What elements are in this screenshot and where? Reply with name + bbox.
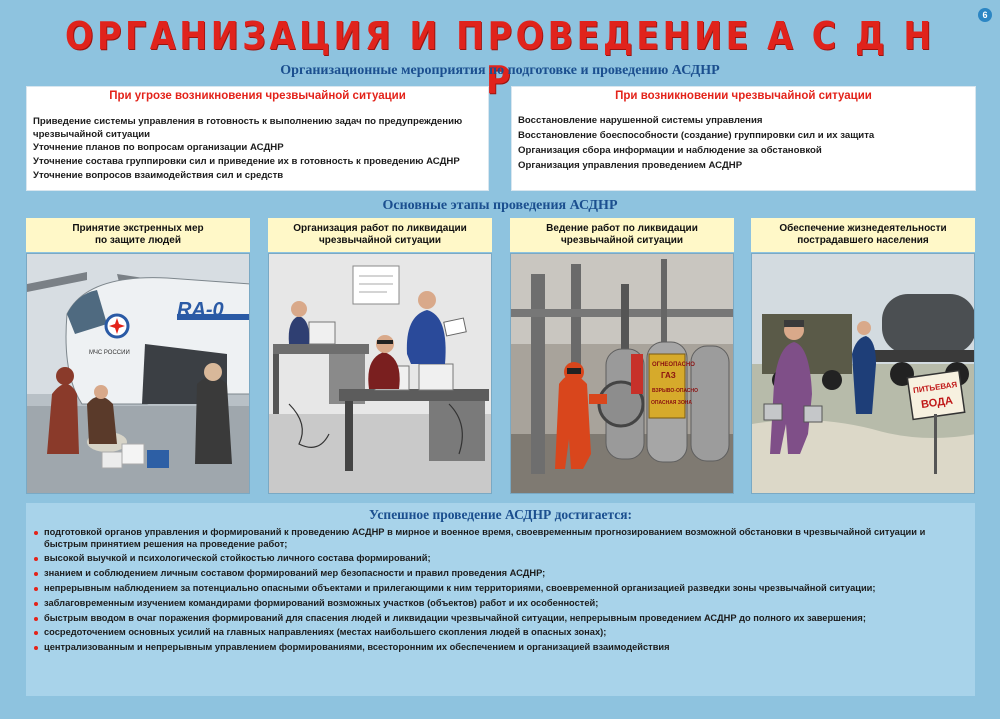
tank-sign-danger-zone: ОПАСНАЯ ЗОНА bbox=[651, 400, 692, 406]
stage-label-text: Принятие экстренных мер по защите людей bbox=[72, 223, 204, 246]
stage-label-life-support: Обеспечение жизнедеятельности пострадавш… bbox=[751, 218, 975, 252]
list-item: сосредоточением основных усилий на главн… bbox=[34, 627, 964, 639]
helicopter-scene: RA-0 МЧС РОССИИ bbox=[27, 254, 249, 493]
list-item: Восстановление нарушенной системы управл… bbox=[518, 115, 763, 126]
water-sign-line-2: ВОДА bbox=[920, 395, 953, 411]
list-item: Организация сбора информации и наблюдени… bbox=[518, 145, 822, 156]
emergency-measures-list: Восстановление нарушенной системы управл… bbox=[518, 115, 968, 175]
stage-label-conduct-works: Ведение работ по ликвидации чрезвычайной… bbox=[510, 218, 734, 252]
list-item: Приведение системы управления в готовнос… bbox=[33, 116, 463, 140]
illustration-hazard-works: ОГНЕОПАСНО ГАЗ ВЗРЫВО-ОПАСНО ОПАСНАЯ ЗОН… bbox=[510, 253, 734, 494]
illustration-command-office bbox=[268, 253, 492, 494]
stages-heading: Основные этапы проведения АСДНР bbox=[382, 198, 618, 213]
organizational-measures-heading: Организационные мероприятия по подготовк… bbox=[280, 63, 720, 78]
emergency-measures-box: При возникновении чрезвычайной ситуации … bbox=[511, 86, 976, 191]
page-number-badge: 6 bbox=[978, 8, 992, 22]
list-item: Восстановление боеспособности (создание)… bbox=[518, 130, 875, 141]
list-item: централизованным и непрерывным управлени… bbox=[34, 642, 964, 654]
tank-sign-explosive: ВЗРЫВО-ОПАСНО bbox=[652, 388, 698, 394]
list-item: Уточнение состава группировки сил и прив… bbox=[33, 155, 460, 167]
list-item: высокой выучкой и психологической стойко… bbox=[34, 553, 964, 565]
illustration-water-supply: ПИТЬЕВАЯ ВОДА bbox=[751, 253, 975, 494]
list-item: заблаговременным изучением командирами ф… bbox=[34, 598, 964, 610]
success-factors-box: Успешное проведение АСДНР достигается: п… bbox=[26, 503, 975, 696]
poster-title: ОРГАНИЗАЦИЯ И ПРОВЕДЕНИЕ А С Д Н Р bbox=[65, 14, 935, 102]
list-item: знанием и соблюдением личным составом фо… bbox=[34, 568, 964, 580]
success-factors-list: подготовкой органов управления и формиро… bbox=[34, 527, 964, 657]
threat-box-heading: При угрозе возникновения чрезвычайной си… bbox=[109, 90, 406, 102]
emergency-box-heading: При возникновении чрезвычайной ситуации bbox=[615, 90, 872, 102]
stage-label-organize-works: Организация работ по ликвидации чрезвыча… bbox=[268, 218, 492, 252]
list-item: подготовкой органов управления и формиро… bbox=[34, 527, 964, 550]
list-item: непрерывным наблюдением за потенциально … bbox=[34, 583, 964, 595]
list-item: Уточнение планов по вопросам организации… bbox=[33, 142, 284, 154]
tank-sign-gas: ГАЗ bbox=[661, 371, 676, 380]
list-item: Организация управления проведением АСДНР bbox=[518, 160, 743, 171]
tank-sign-flammable: ОГНЕОПАСНО bbox=[652, 362, 695, 368]
helicopter-mark: МЧС РОССИИ bbox=[89, 350, 130, 356]
threat-measures-list: Приведение системы управления в готовнос… bbox=[33, 116, 483, 183]
industrial-scene: ОГНЕОПАСНО ГАЗ ВЗРЫВО-ОПАСНО ОПАСНАЯ ЗОН… bbox=[511, 254, 733, 493]
water-supply-scene: ПИТЬЕВАЯ ВОДА bbox=[752, 254, 974, 493]
list-item: быстрым вводом в очаг поражения формиров… bbox=[34, 613, 964, 625]
success-factors-heading: Успешное проведение АСДНР достигается: bbox=[368, 507, 633, 522]
stage-label-text: Обеспечение жизнедеятельности пострадавш… bbox=[779, 223, 947, 246]
stage-label-protect-people: Принятие экстренных мер по защите людей bbox=[26, 218, 250, 252]
stage-label-text: Ведение работ по ликвидации чрезвычайной… bbox=[546, 223, 698, 246]
threat-measures-box: При угрозе возникновения чрезвычайной си… bbox=[26, 86, 489, 191]
illustration-helicopter-evacuation: RA-0 МЧС РОССИИ bbox=[26, 253, 250, 494]
office-scene bbox=[269, 254, 491, 493]
list-item: Уточнение вопросов взаимодействия сил и … bbox=[33, 169, 284, 181]
stage-label-text: Организация работ по ликвидации чрезвыча… bbox=[293, 223, 467, 246]
